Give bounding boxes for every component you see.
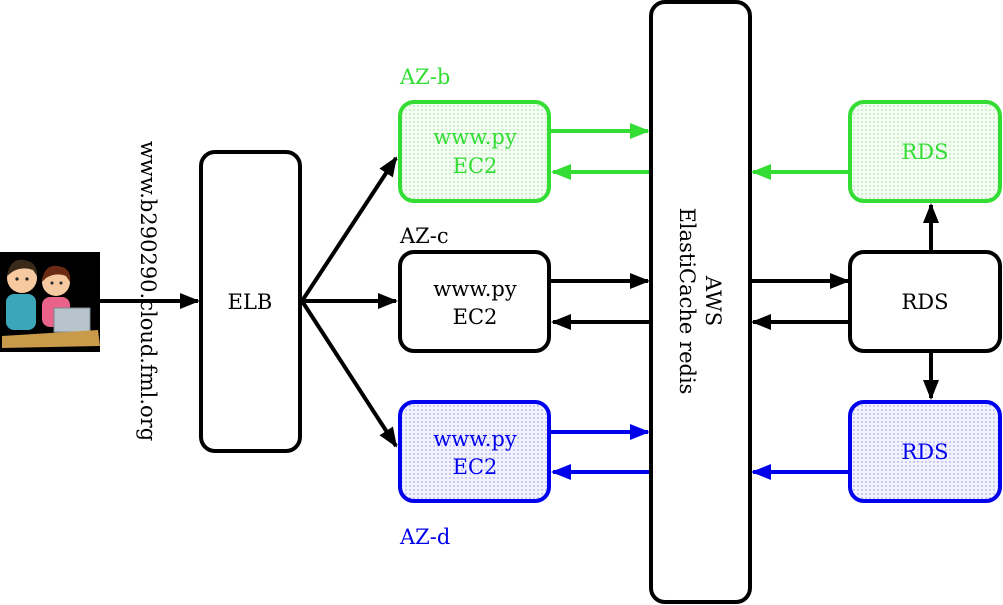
ec2-c-line1: www.py [433, 277, 517, 301]
ec2-box-c [398, 250, 551, 353]
elb-label: ELB [228, 290, 273, 314]
rds-box-d [848, 400, 1002, 503]
rds-c-label: RDS [901, 290, 948, 314]
elasticache-line2: ElastiCache redis [675, 208, 699, 395]
elasticache-line1: AWS [701, 275, 725, 326]
rds-box-c [848, 250, 1002, 353]
ec2-d-line2: EC2 [453, 455, 498, 479]
ec2-box-b [398, 100, 551, 203]
rds-b-label: RDS [901, 140, 948, 164]
elasticache-box [649, 0, 752, 604]
ec2-box-d [398, 400, 551, 503]
users-at-computer-icon [0, 252, 100, 352]
ec2-c-line2: EC2 [453, 305, 498, 329]
zone-b-label: AZ-b [399, 65, 450, 89]
url-label: www.b290290.cloud.fml.org [136, 141, 160, 441]
rds-box-b [848, 100, 1002, 203]
arrow-elb-to-ec2-b [300, 156, 398, 303]
ec2-b-line1: www.py [433, 125, 517, 149]
zone-d-label: AZ-d [399, 525, 450, 549]
zone-c-label: AZ-c [399, 224, 449, 248]
ec2-d-line1: www.py [433, 427, 517, 451]
ec2-b-line2: EC2 [453, 154, 498, 178]
rds-d-label: RDS [901, 440, 948, 464]
arrow-elb-to-ec2-d [300, 299, 398, 448]
elb-box [199, 150, 302, 453]
